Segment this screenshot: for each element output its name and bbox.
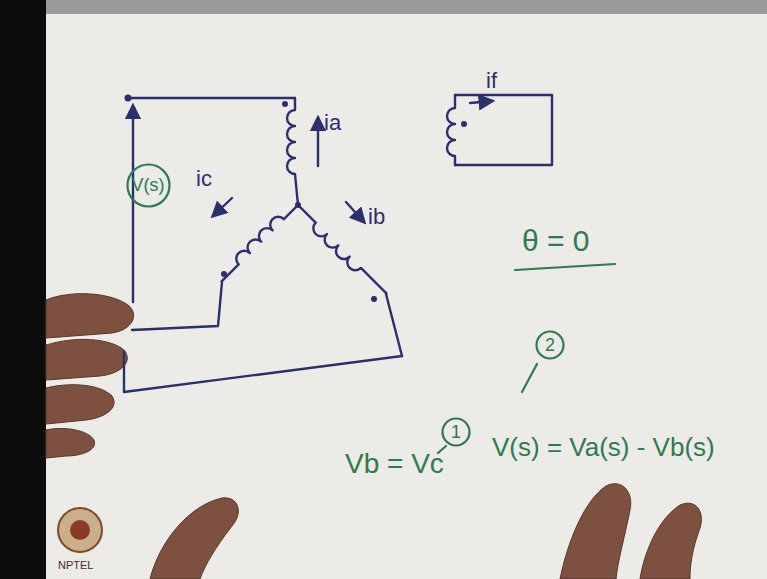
current-label: if <box>486 70 497 92</box>
rotor-angle: θ = 0 <box>522 226 590 256</box>
circle-outline <box>127 164 169 206</box>
logo-disc <box>58 508 102 552</box>
finger <box>46 294 134 338</box>
polarity-dot <box>461 121 467 127</box>
current-label: ic <box>196 168 212 190</box>
logo-text: NPTEL <box>58 560 93 571</box>
logo-core <box>70 520 90 540</box>
polarity-dot <box>221 271 227 277</box>
right-hand <box>560 484 701 579</box>
polarity-dot <box>371 296 377 302</box>
current-label: ib <box>368 206 385 228</box>
neutral-dot <box>295 202 301 208</box>
phase-coil <box>292 205 386 299</box>
terminal-dot <box>125 95 132 102</box>
finger <box>46 385 114 424</box>
top-band <box>46 0 767 14</box>
finger <box>46 339 127 380</box>
current-label: ia <box>324 112 341 134</box>
current-arrow <box>317 118 319 166</box>
circled-label: 2 <box>545 336 555 354</box>
wire <box>128 97 295 99</box>
circled-number: V(s) <box>126 163 171 208</box>
current-arrow <box>213 198 232 216</box>
nptel-logo <box>58 508 102 552</box>
circled-number: 2 <box>535 330 565 360</box>
field-coil <box>447 95 455 165</box>
current-arrow <box>470 101 492 103</box>
voltage-arrow <box>132 106 134 302</box>
wire <box>132 282 222 330</box>
left-hand <box>46 294 238 579</box>
wire <box>124 294 402 392</box>
current-arrow <box>346 202 364 222</box>
thumb <box>150 498 238 579</box>
leader-line <box>522 364 537 392</box>
finger <box>640 503 701 579</box>
circled-label: V(s) <box>132 176 165 194</box>
polarity-dot <box>282 101 288 107</box>
equation: V(s) = Va(s) - Vb(s) <box>492 434 715 460</box>
field-wire <box>455 95 552 165</box>
finger <box>46 428 95 458</box>
phase-coil <box>287 98 298 205</box>
circle-outline <box>537 332 564 359</box>
finger <box>560 484 631 579</box>
underline <box>515 264 615 270</box>
circle-outline <box>443 419 470 446</box>
phase-coil <box>216 199 298 281</box>
equation: Vb = Vc <box>345 450 444 478</box>
circled-number: 1 <box>441 417 471 447</box>
circled-label: 1 <box>451 423 461 441</box>
